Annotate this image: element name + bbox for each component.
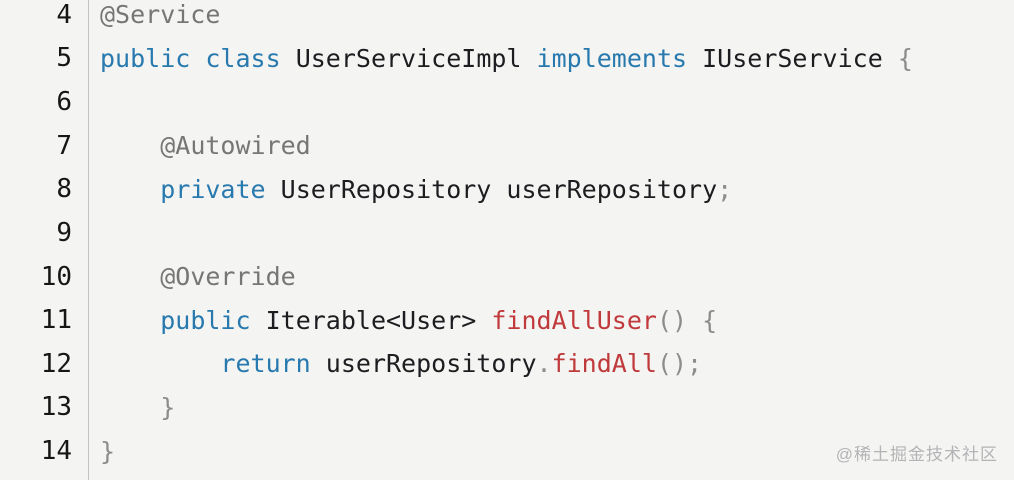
token-plain xyxy=(687,44,702,73)
token-punct: } xyxy=(100,436,116,466)
line-number: 13 xyxy=(40,392,72,423)
code-line: 12 return userRepository.findAll(); xyxy=(0,342,913,386)
token-method: findAll xyxy=(551,349,657,379)
token-identifier: UserRepository xyxy=(280,174,492,204)
indent xyxy=(100,175,160,204)
line-number: 10 xyxy=(40,261,72,292)
line-number: 8 xyxy=(56,174,72,205)
token-plain xyxy=(476,306,491,335)
indent xyxy=(100,306,160,335)
token-identifier: userRepository xyxy=(325,349,537,379)
line-number: 14 xyxy=(40,436,72,467)
token-identifier: IUserService xyxy=(702,43,883,73)
token-plain xyxy=(190,44,205,73)
indent xyxy=(100,349,220,378)
token-punct: { xyxy=(702,305,718,335)
token-punct: () xyxy=(656,305,688,335)
code-text: public class UserServiceImpl implements … xyxy=(72,44,913,73)
token-annotation: @Service xyxy=(100,0,221,30)
gutter-divider xyxy=(88,0,89,480)
code-line: 6 xyxy=(0,80,913,124)
line-number: 4 xyxy=(56,0,72,30)
token-identifier: UserServiceImpl xyxy=(295,43,522,73)
code-line: 9 xyxy=(0,211,913,255)
indent xyxy=(100,131,160,160)
code-line: 7 @Autowired xyxy=(0,124,913,168)
token-punct: (); xyxy=(656,349,703,379)
code-text: @Autowired xyxy=(72,131,311,160)
line-number: 12 xyxy=(40,348,72,379)
code-text: } xyxy=(72,393,175,422)
token-punct: . xyxy=(536,349,552,379)
indent xyxy=(100,262,160,291)
watermark: @稀土掘金技术社区 xyxy=(835,445,998,464)
token-identifier: Iterable<User> xyxy=(265,305,477,335)
token-plain xyxy=(266,175,281,204)
token-plain xyxy=(883,44,898,73)
line-number: 6 xyxy=(56,87,72,118)
code-text: @Override xyxy=(72,262,296,292)
indent xyxy=(100,393,160,422)
code-text: private UserRepository userRepository; xyxy=(72,175,732,204)
token-plain xyxy=(687,306,702,335)
token-plain xyxy=(251,306,266,335)
code-line: 8 private UserRepository userRepository; xyxy=(0,168,913,212)
token-annotation: @Autowired xyxy=(160,131,311,161)
code-line: 10 @Override xyxy=(0,255,913,299)
code-text: return userRepository.findAll(); xyxy=(72,349,702,378)
token-keyword: return xyxy=(220,349,311,379)
token-plain xyxy=(311,349,326,378)
code-text: } xyxy=(72,437,115,466)
code-line: 4 @Service xyxy=(0,0,913,37)
code-text: @Service xyxy=(72,0,220,29)
code-line: 11 public Iterable<User> findAllUser() { xyxy=(0,298,913,342)
line-number: 5 xyxy=(56,43,72,74)
token-keyword: class xyxy=(205,43,281,73)
token-plain xyxy=(521,44,536,73)
token-keyword: implements xyxy=(536,43,688,73)
line-number: 9 xyxy=(56,217,72,248)
token-keyword: public xyxy=(160,305,251,335)
code-line: 13 } xyxy=(0,386,913,430)
token-method: findAllUser xyxy=(491,305,657,335)
token-keyword: public xyxy=(100,43,191,73)
token-annotation: @Override xyxy=(160,262,296,292)
token-identifier: userRepository xyxy=(506,174,718,204)
token-plain xyxy=(281,44,296,73)
token-punct: } xyxy=(160,392,176,422)
code-text: public Iterable<User> findAllUser() { xyxy=(72,306,717,335)
line-number: 7 xyxy=(56,130,72,161)
token-plain xyxy=(491,175,506,204)
token-punct: ; xyxy=(717,174,733,204)
token-keyword: private xyxy=(160,174,266,204)
token-punct: { xyxy=(897,43,913,73)
code-line: 14} xyxy=(0,429,913,473)
line-number: 11 xyxy=(40,305,72,336)
